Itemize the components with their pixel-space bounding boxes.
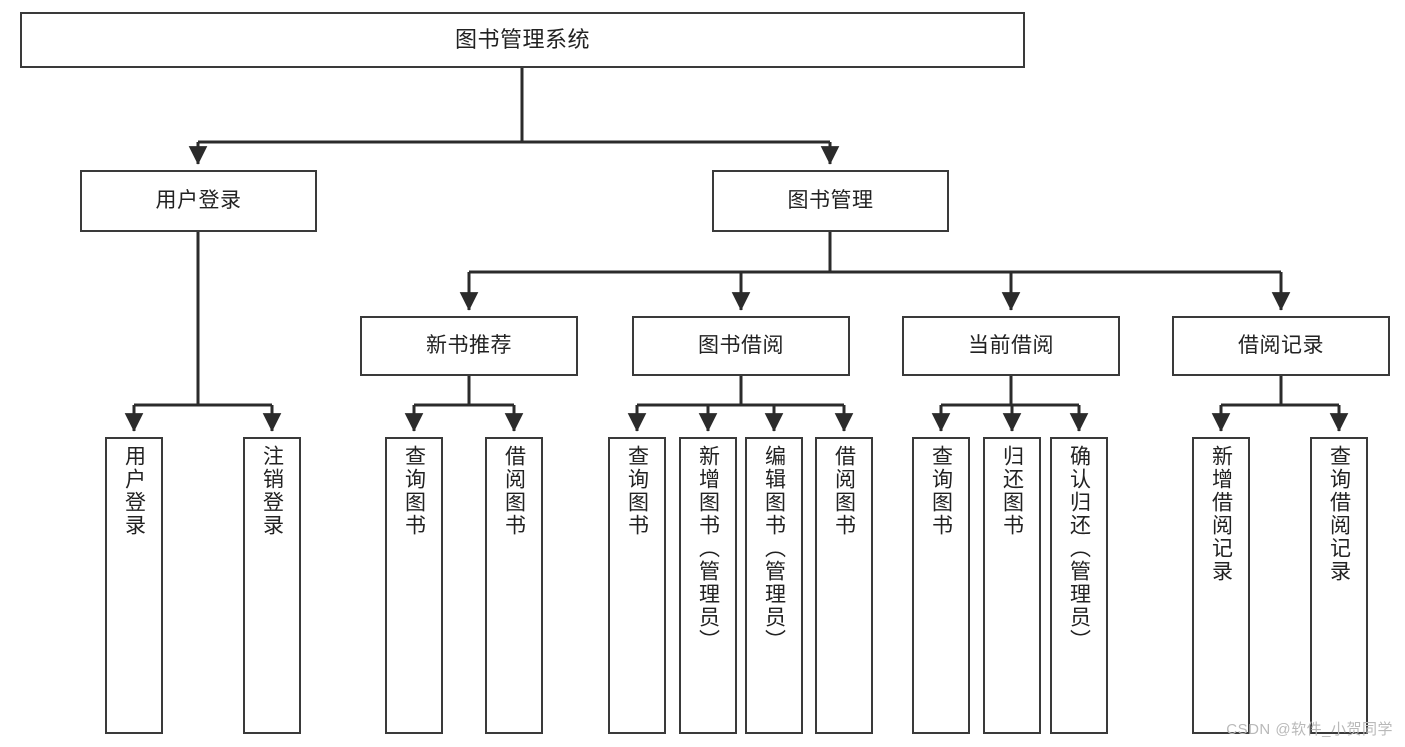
node-leaf-query-record[interactable]: 查询借阅记录 (1310, 437, 1368, 734)
node-book-manage[interactable]: 图书管理 (712, 170, 949, 232)
node-book-manage-label: 图书管理 (787, 188, 874, 212)
node-user-login[interactable]: 用户登录 (80, 170, 317, 232)
node-leaf-return-book-label: 归还图书 (1000, 445, 1024, 537)
node-leaf-borrow-book-2-label: 借阅图书 (832, 445, 856, 537)
node-leaf-return-book[interactable]: 归还图书 (983, 437, 1041, 734)
node-root-label: 图书管理系统 (454, 27, 590, 53)
node-leaf-add-book[interactable]: 新增图书（管理员） (679, 437, 737, 734)
node-leaf-query-book-3-label: 查询图书 (929, 445, 953, 537)
node-book-borrow-label: 图书借阅 (698, 333, 784, 357)
node-current-borrow-label: 当前借阅 (968, 333, 1054, 357)
node-leaf-query-book-1-label: 查询图书 (402, 445, 426, 537)
node-leaf-user-logout-label: 注销登录 (260, 445, 284, 537)
node-root[interactable]: 图书管理系统 (20, 12, 1025, 68)
node-current-borrow[interactable]: 当前借阅 (902, 316, 1120, 376)
node-leaf-add-record[interactable]: 新增借阅记录 (1192, 437, 1250, 734)
node-leaf-confirm-return[interactable]: 确认归还（管理员） (1050, 437, 1108, 734)
node-leaf-edit-book-label: 编辑图书（管理员） (762, 445, 786, 652)
node-leaf-borrow-book-1[interactable]: 借阅图书 (485, 437, 543, 734)
node-leaf-edit-book[interactable]: 编辑图书（管理员） (745, 437, 803, 734)
node-leaf-query-book-2-label: 查询图书 (625, 445, 649, 537)
node-book-borrow[interactable]: 图书借阅 (632, 316, 850, 376)
node-leaf-query-book-1[interactable]: 查询图书 (385, 437, 443, 734)
node-leaf-query-book-3[interactable]: 查询图书 (912, 437, 970, 734)
node-borrow-record[interactable]: 借阅记录 (1172, 316, 1390, 376)
node-borrow-record-label: 借阅记录 (1238, 333, 1324, 357)
node-leaf-user-login[interactable]: 用户登录 (105, 437, 163, 734)
node-user-login-label: 用户登录 (155, 188, 242, 212)
node-leaf-add-record-label: 新增借阅记录 (1209, 445, 1233, 583)
node-leaf-borrow-book-1-label: 借阅图书 (502, 445, 526, 537)
node-leaf-user-logout[interactable]: 注销登录 (243, 437, 301, 734)
node-leaf-borrow-book-2[interactable]: 借阅图书 (815, 437, 873, 734)
node-leaf-confirm-return-label: 确认归还（管理员） (1067, 445, 1091, 652)
node-leaf-user-login-label: 用户登录 (122, 445, 146, 537)
node-leaf-query-record-label: 查询借阅记录 (1327, 445, 1351, 583)
node-new-book-recommend[interactable]: 新书推荐 (360, 316, 578, 376)
watermark-text: CSDN @软件_小贺同学 (1226, 721, 1393, 738)
node-new-book-recommend-label: 新书推荐 (426, 333, 512, 357)
node-leaf-add-book-label: 新增图书（管理员） (696, 445, 720, 652)
node-leaf-query-book-2[interactable]: 查询图书 (608, 437, 666, 734)
